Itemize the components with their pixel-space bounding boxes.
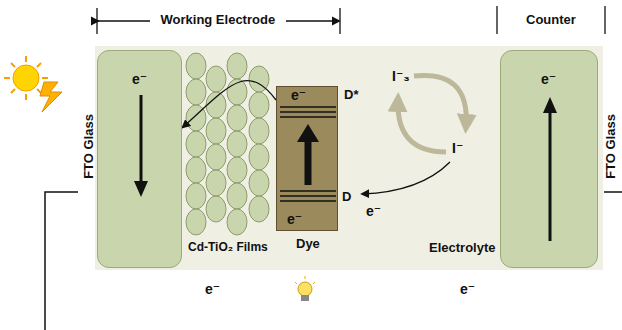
electron-label: e⁻: [460, 281, 475, 297]
electrolyte-label: Electrolyte: [429, 241, 495, 256]
tio2-particles: [186, 53, 269, 235]
fto-glass-counter: e⁻FTO Glass: [500, 50, 598, 268]
bulb-icon: [295, 276, 315, 301]
ion-label: I⁻: [452, 140, 463, 156]
electron-label: e⁻: [205, 281, 220, 297]
section-heading: Counter: [526, 13, 576, 28]
dye-layer: e⁻e⁻Dye: [276, 86, 338, 231]
electron-label: e⁻: [366, 203, 381, 219]
cell-panel: [95, 46, 603, 270]
electron-label: e⁻: [287, 211, 302, 227]
dye-label: Dye: [296, 237, 320, 252]
dye-energy-levels: [277, 87, 339, 232]
electrode-label: FTO Glass: [603, 114, 618, 179]
external-wire: [45, 192, 78, 330]
section-heading: Working Electrode: [161, 13, 276, 28]
state-label: D*: [344, 88, 358, 103]
header-bracket: [97, 6, 605, 34]
ion-label: I⁻₃: [392, 68, 410, 84]
state-label: D: [342, 190, 351, 205]
electrode-label: FTO Glass: [81, 114, 96, 179]
external-wire: [604, 191, 622, 193]
sun-icon: [4, 56, 62, 112]
electron-injection-arrow: [182, 81, 276, 128]
film-label: Cd-TiO₂ Films: [188, 241, 268, 255]
fto-glass-electrode: FTO Glasse⁻: [97, 50, 182, 268]
electron-label: e⁻: [541, 71, 556, 87]
electron-label: e⁻: [291, 87, 306, 103]
electron-label: e⁻: [132, 71, 147, 87]
electron-transfer-arrow: [362, 162, 450, 194]
